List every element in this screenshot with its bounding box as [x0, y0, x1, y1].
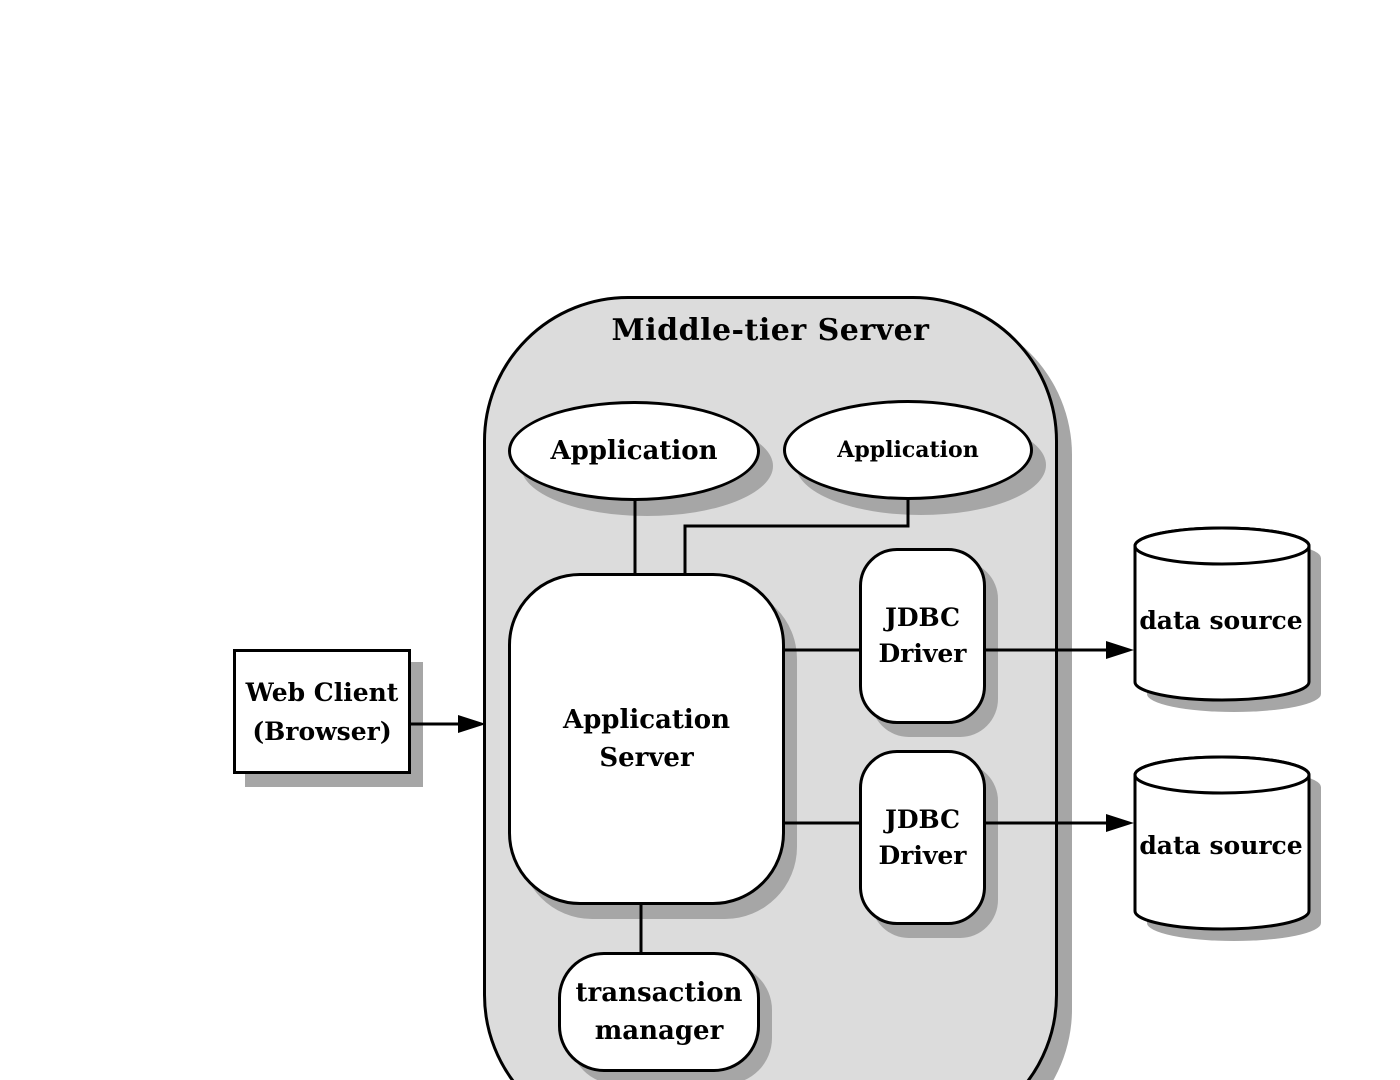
jdbc-driver-node-top: JDBC Driver	[859, 548, 986, 724]
web-client-label-line2: (Browser)	[252, 716, 392, 746]
application-server-label-line1: Application	[562, 705, 731, 735]
transaction-manager-node: transaction manager	[558, 952, 760, 1072]
jdbc-driver-bottom-label-line2: Driver	[878, 840, 967, 870]
application-node-right-label: Application	[837, 437, 979, 463]
application-node-left-label: Application	[550, 436, 718, 466]
jdbc-driver-top-label-line1: JDBC	[885, 603, 960, 632]
datasource-cylinder-top	[1133, 526, 1321, 712]
transaction-manager-label-line1: transaction	[575, 978, 743, 1008]
application-server-label-line2: Server	[599, 743, 694, 773]
datasource-cylinder-top-lid	[1133, 526, 1311, 566]
datasource-bottom-label: data source	[1139, 830, 1303, 860]
web-client-label-line1: Web Client	[245, 677, 399, 707]
application-node-right: Application	[783, 400, 1033, 500]
datasource-cylinder-bottom-lid	[1133, 755, 1311, 795]
application-node-left: Application	[508, 401, 760, 501]
middle-tier-server-title: Middle-tier Server	[611, 313, 930, 348]
jdbc-driver-top-label-line2: Driver	[878, 639, 967, 668]
datasource-top-label: data source	[1139, 605, 1303, 635]
jdbc-driver-node-bottom: JDBC Driver	[859, 750, 986, 925]
arrowhead-midtier	[458, 715, 486, 733]
jdbc-driver-bottom-label-line1: JDBC	[885, 804, 960, 834]
transaction-manager-label-line2: manager	[594, 1016, 724, 1046]
web-client-node: Web Client (Browser)	[233, 649, 411, 774]
application-server-node: Application Server	[508, 573, 785, 905]
datasource-cylinder-bottom	[1133, 755, 1321, 941]
